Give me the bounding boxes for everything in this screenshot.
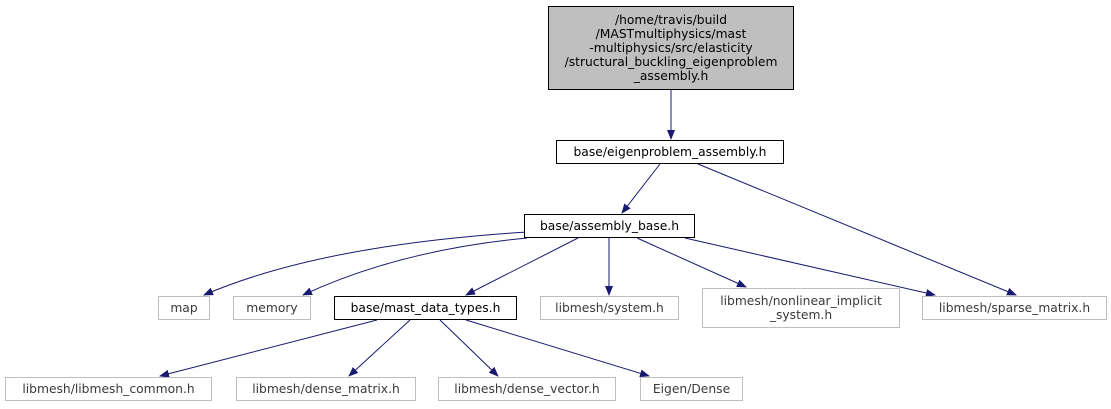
node-libmesh-system-label: libmesh/system.h [555,301,664,315]
node-memory[interactable]: memory [233,296,311,320]
edge-mdt-to-dvector [439,319,499,377]
node-libmesh-system[interactable]: libmesh/system.h [540,296,679,320]
node-mast-data-types[interactable]: base/mast_data_types.h [334,296,517,320]
node-libmesh-common[interactable]: libmesh/libmesh_common.h [5,377,212,401]
node-dense-matrix[interactable]: libmesh/dense_matrix.h [236,377,416,401]
edge-mdt-to-eigendense [465,319,650,378]
edge-asmbase-to-map [203,231,528,296]
node-dense-matrix-label: libmesh/dense_matrix.h [252,382,400,396]
node-eigen-dense[interactable]: Eigen/Dense [640,377,743,401]
node-libmesh-common-label: libmesh/libmesh_common.h [22,382,195,396]
edge-eigen-to-sparse [697,163,1017,296]
node-map[interactable]: map [158,296,210,320]
edge-asmbase-to-mdt [465,237,579,296]
edge-eigen-to-asmbase [621,163,661,214]
node-eigenproblem-assembly-label: base/eigenproblem_assembly.h [573,145,767,159]
edge-asmbase-to-nlis [636,237,747,288]
node-assembly-base[interactable]: base/assembly_base.h [524,214,695,238]
edges [159,90,1017,378]
edge-mdt-to-common [159,319,378,378]
node-eigen-dense-label: Eigen/Dense [652,382,731,396]
node-dense-vector[interactable]: libmesh/dense_vector.h [438,377,616,401]
edge-mdt-to-dmatrix [348,319,411,377]
node-nonlinear-implicit-system[interactable]: libmesh/nonlinear_implicit _system.h [702,288,900,328]
node-root-label: /home/travis/build /MASTmultiphysics/mas… [564,13,778,83]
edge-asmbase-to-memory [302,237,528,296]
node-dense-vector-label: libmesh/dense_vector.h [454,382,600,396]
node-nonlinear-implicit-system-label: libmesh/nonlinear_implicit _system.h [720,294,882,322]
node-sparse-matrix[interactable]: libmesh/sparse_matrix.h [922,296,1107,320]
node-sparse-matrix-label: libmesh/sparse_matrix.h [938,301,1091,315]
node-eigenproblem-assembly[interactable]: base/eigenproblem_assembly.h [556,140,784,164]
node-map-label: map [170,301,198,315]
node-mast-data-types-label: base/mast_data_types.h [350,301,501,315]
node-root[interactable]: /home/travis/build /MASTmultiphysics/mas… [548,6,794,90]
edge-asmbase-to-sparse [684,237,936,297]
node-memory-label: memory [246,301,298,315]
node-assembly-base-label: base/assembly_base.h [539,219,679,233]
